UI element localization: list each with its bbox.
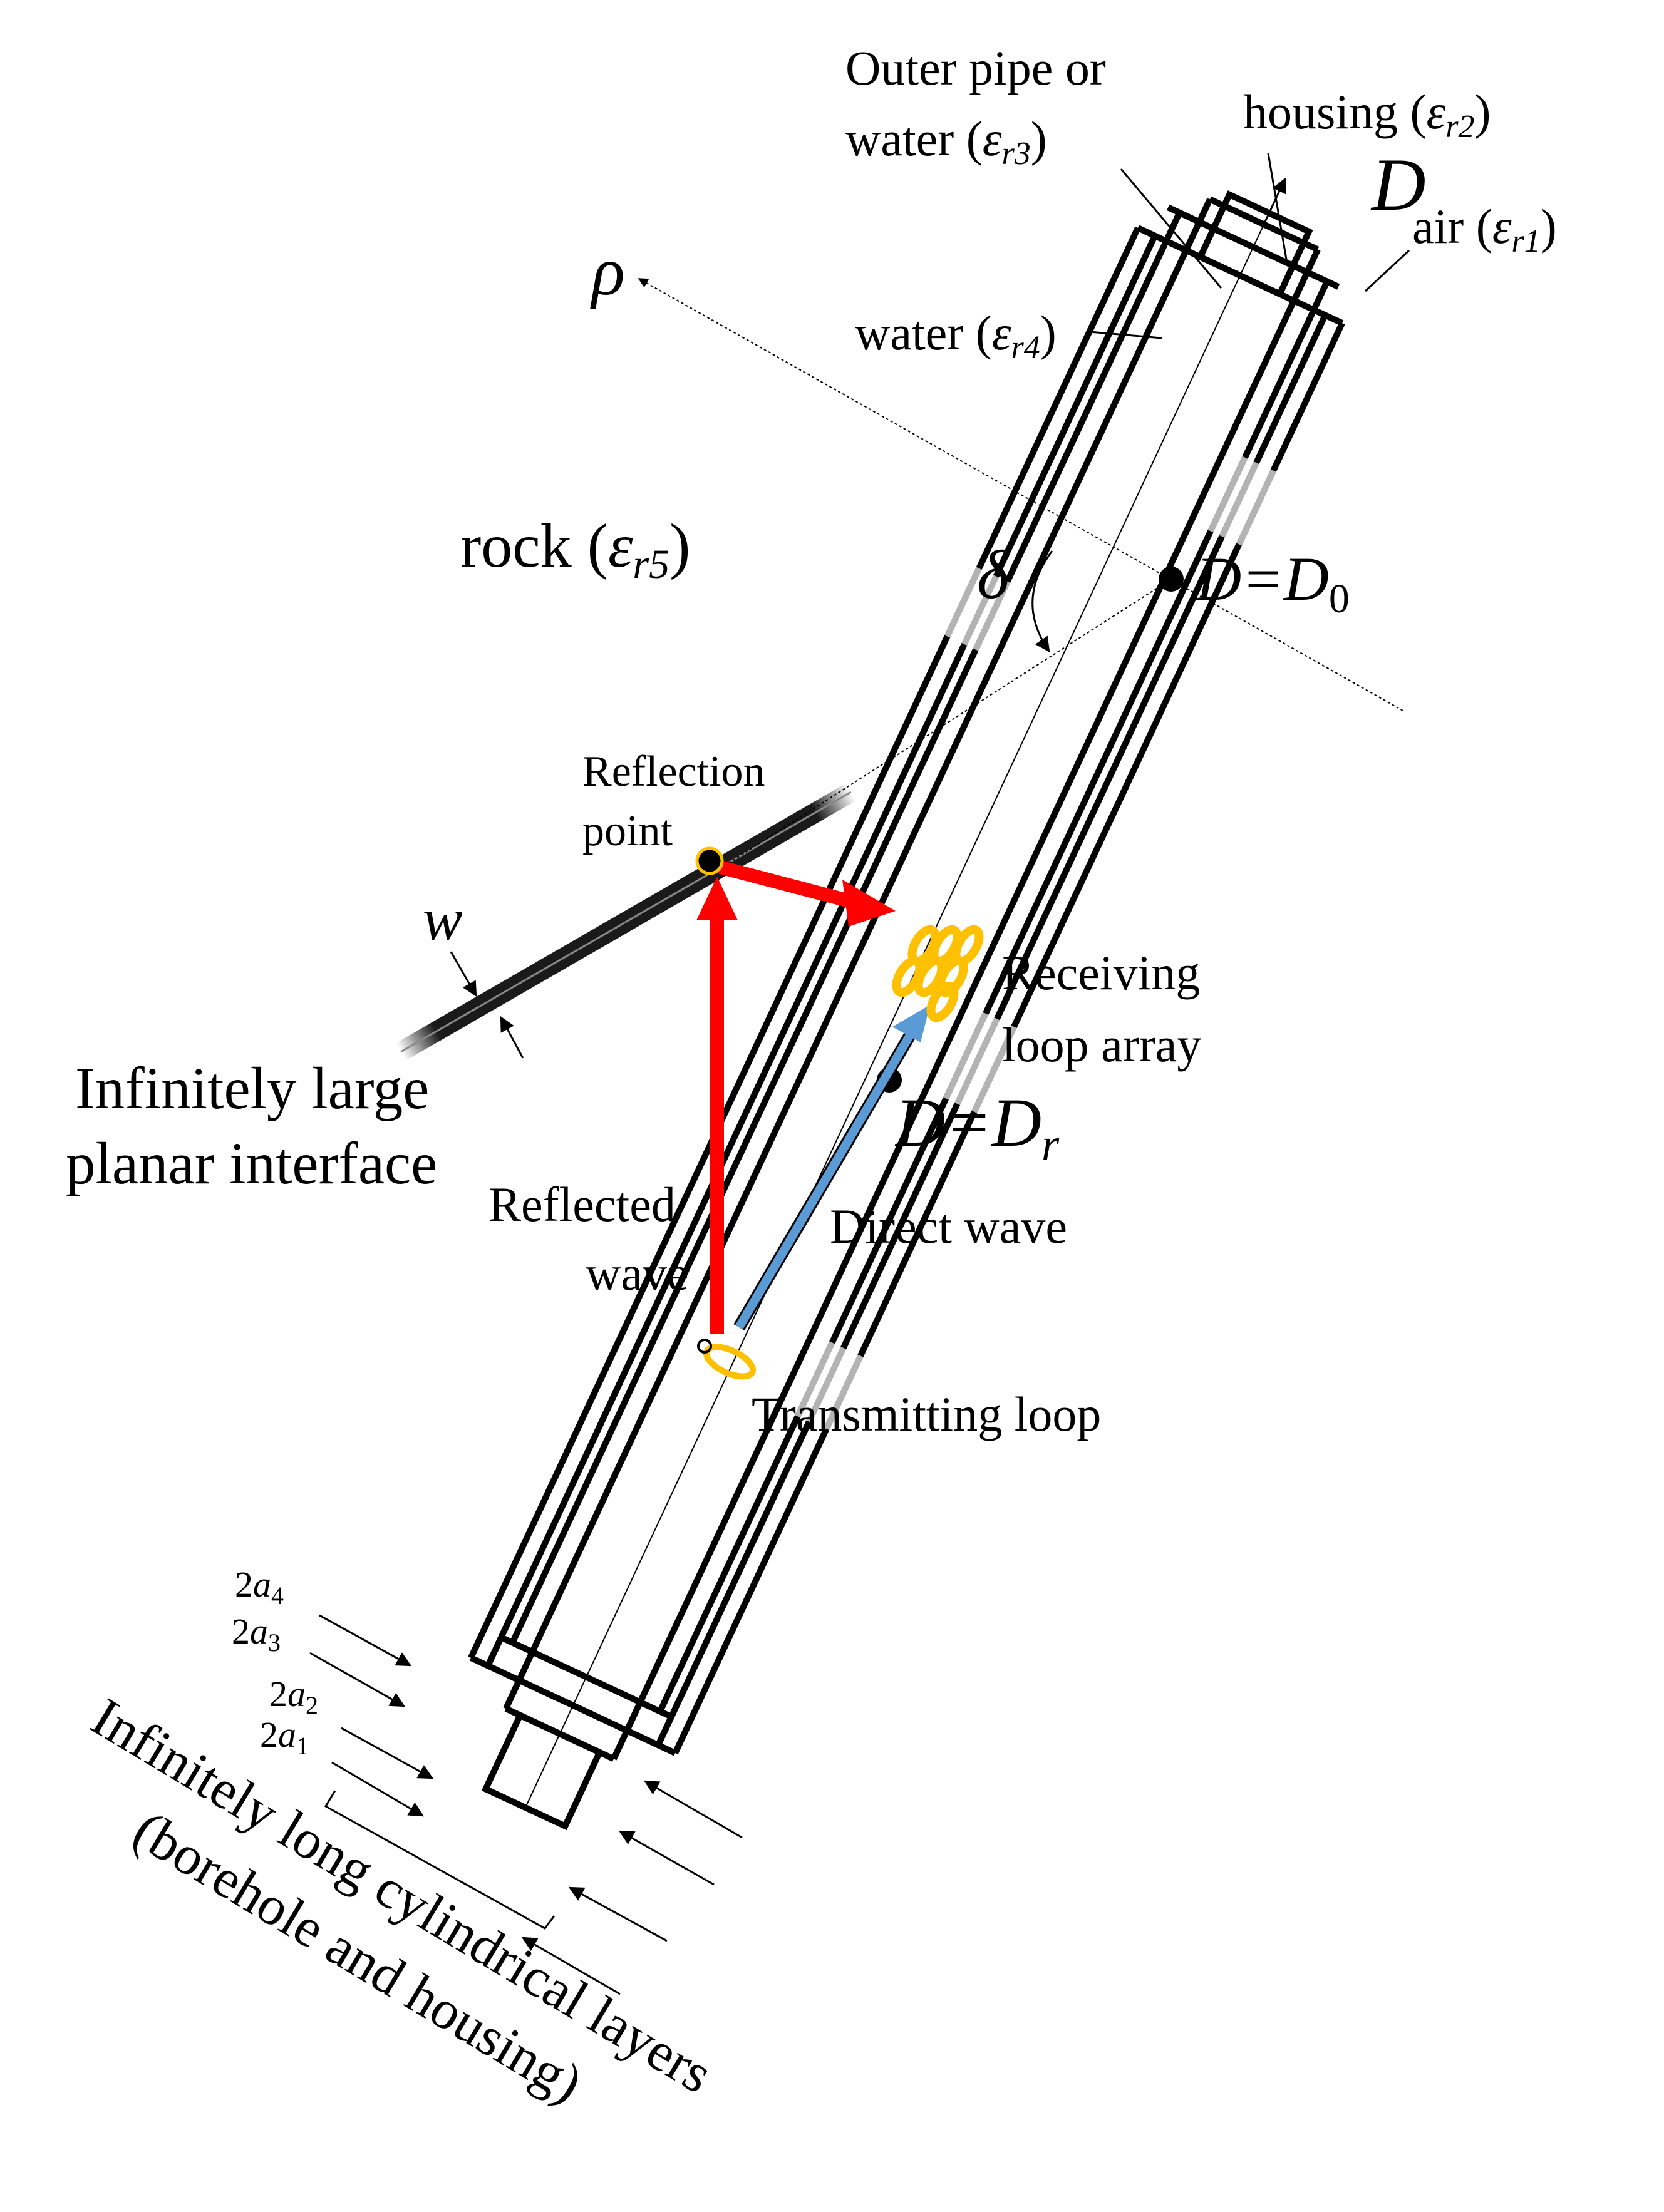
housing-label: housing (εr2) <box>1243 85 1491 145</box>
receiving-loop-label-2: loop array <box>1002 1017 1201 1072</box>
direct-wave <box>733 1005 930 1331</box>
receiving-loop-label-1: Receiving <box>1002 945 1200 1000</box>
outer-pipe-label-1: Outer pipe or <box>845 41 1106 95</box>
cylindrical-layers-label-1: Infinitely long cylindrical layers <box>81 1687 723 2105</box>
rho-axis <box>638 278 1403 711</box>
reflection-point-marker <box>695 846 724 875</box>
radius-a3-label: 2a3 <box>232 1611 281 1657</box>
reflected-wave-label-1: Reflected <box>488 1177 676 1232</box>
cylindrical-layers-label: Infinitely long cylindrical layers (bore… <box>81 1687 723 2115</box>
transmitting-loop-label: Transmitting loop <box>752 1387 1101 1441</box>
rho-label: ρ <box>590 233 625 309</box>
w-label: w <box>423 886 462 952</box>
borehole-layers <box>468 177 1345 1831</box>
d-axis-arrow <box>1263 177 1286 225</box>
delta-arc <box>1031 550 1053 652</box>
outer-pipe-label-2: water (εr3) <box>845 111 1047 172</box>
transmitting-loop <box>697 1339 757 1380</box>
reflected-wave <box>696 860 896 1334</box>
rock-label: rock (εr5) <box>460 511 690 587</box>
dr-label: D=Dr <box>894 1084 1060 1170</box>
air-label: air (εr1) <box>1412 199 1557 259</box>
reflection-point-label-1: Reflection <box>582 748 765 796</box>
bottom-brace <box>324 1790 556 1930</box>
leader-lines <box>1089 153 1410 339</box>
w-arrows <box>450 951 524 1059</box>
radius-a1-label: 2a1 <box>260 1714 309 1760</box>
interface-extension <box>707 579 1172 877</box>
radius-a4-label: 2a4 <box>235 1564 284 1610</box>
radius-a2-label: 2a2 <box>269 1674 318 1719</box>
radius-arrows <box>309 1614 743 1995</box>
d0-label: D=D0 <box>1195 544 1350 622</box>
direct-wave-label: Direct wave <box>830 1199 1067 1253</box>
borehole-axis <box>525 218 1268 1808</box>
d0-point <box>1159 567 1184 592</box>
reflected-wave-label-2: wave <box>586 1246 689 1300</box>
interface-label-1: Infinitely large <box>75 1055 429 1121</box>
receiving-loop-array <box>892 925 984 1022</box>
water-4-label: water (εr4) <box>855 306 1057 366</box>
delta-label: δ <box>977 537 1010 613</box>
reflection-point-label-2: point <box>582 807 673 855</box>
planar-interface <box>396 783 856 1061</box>
grey-gaps <box>795 456 1276 1431</box>
d-axis-label: D <box>1370 143 1426 226</box>
interface-label-2: planar interface <box>66 1130 437 1196</box>
